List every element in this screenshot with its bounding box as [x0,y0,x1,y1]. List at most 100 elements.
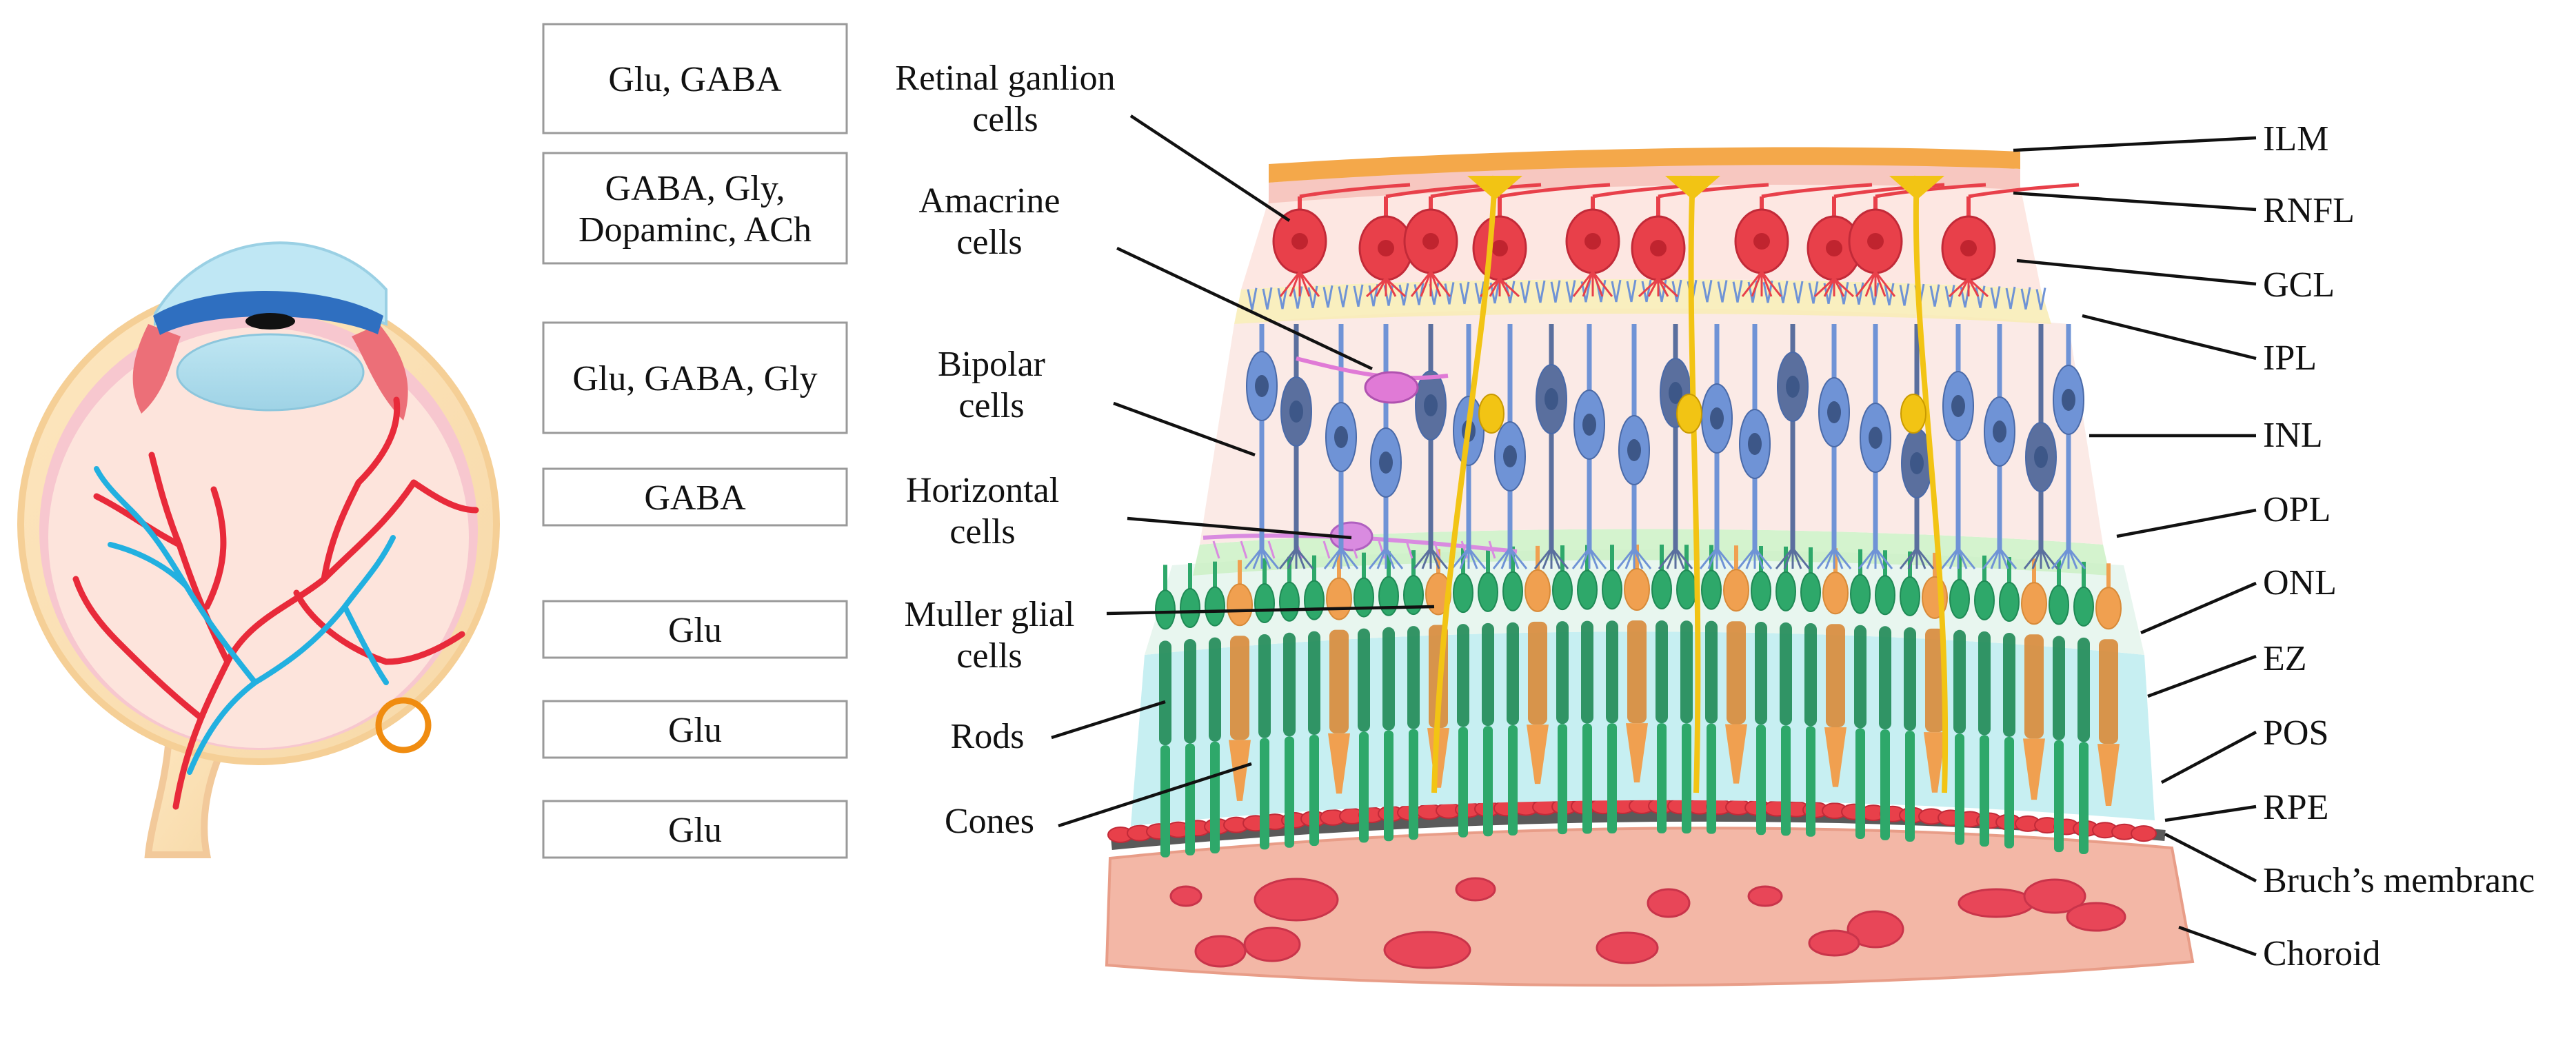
bipolar-cell [1368,324,1404,569]
dendrite-branch [1292,286,1303,309]
dendrite-branch [2035,287,2046,310]
cone-cell [2095,563,2122,806]
rod-cell [1999,557,2020,849]
bipolar-cell [1737,324,1773,569]
leader-line [2147,654,2257,698]
dendrite-branch [1778,281,1789,303]
cone-cell [1326,554,1352,794]
dendrite-branch [1732,280,1743,303]
rod-cell [1254,558,1275,850]
dendrite-branch [1262,287,1273,310]
dendrite-branch [1626,279,1637,303]
dendrite-branch [1899,283,1910,306]
neurotransmitter-text-line: Dopaminc, ACh [578,210,812,250]
neurotransmitter-text: Glu [668,711,722,750]
horizontal-cells-label-line: Horizontal [906,471,1059,510]
leader-line [2082,314,2257,361]
rods-label-line: Rods [951,717,1025,756]
photoreceptor-layer [1155,545,2122,858]
cone-cell [2021,558,2047,800]
bipolar-cells-label-line: Bipolar [938,345,1045,384]
dendrite-branch [1338,285,1349,307]
choroid-blood-cell [1194,935,1247,968]
bipolar-cell [1533,324,1569,569]
ilm-band [1269,147,2020,183]
rod-cell [1775,546,1796,836]
choroid-blood-cell [1169,885,1203,907]
leader-line [1129,114,1291,222]
leader-line [2160,731,2257,784]
choroid-blood-cell [1747,885,1783,907]
bipolar-cells [1244,324,2086,569]
ganglion-cell [1734,183,1873,297]
neurotransmitter-box-frame [542,600,848,659]
dendrite-branch [1474,281,1485,304]
dendrite-branch [1611,279,1622,303]
iris [153,291,383,335]
dendrite-branch [1702,280,1713,303]
leader-line [2013,136,2257,152]
rod-cell [1949,554,1970,845]
rod-cell [1800,547,1821,837]
neurotransmitter-text: Glu, GABA [608,60,782,99]
choroid-blood-cell [1383,931,1471,969]
leader-line [1051,700,1166,740]
dendrite-branch [1671,279,1682,303]
ganglion-cells [1272,183,2080,298]
leader-line [1058,762,1252,828]
ciliary-body-left [132,324,181,414]
layer-label-inl: INL [2263,416,2323,455]
ciliary-body-right [352,324,408,421]
bipolar-cell [2023,324,2059,569]
layer-label-ipl: IPL [2263,338,2317,378]
lens [176,333,365,412]
rod-cell [1180,563,1200,855]
leader-line [2164,804,2257,822]
dendrite-branch [1322,285,1334,308]
leader-line [2016,259,2257,286]
bipolar-cell [1699,324,1735,569]
rnfl-band [1269,163,2020,203]
layer-label-bruch-s-membranc: Bruch’s membranc [2263,861,2535,900]
dendrite-branch [1398,283,1409,306]
amacrine-cells-label-line: cells [956,223,1022,262]
optic-nerve [144,734,234,858]
neurotransmitter-box: Glu [542,800,848,859]
dendrite-branch [1459,281,1470,305]
cone-cell [1624,545,1650,783]
dendrite-branch [2020,287,2031,310]
neurotransmitter-text-line: GABA [644,478,746,518]
choroid-blood-cell [1847,910,1904,949]
layer-label-rnfl: RNFL [2263,191,2355,230]
dendrite-branch [1247,287,1258,310]
choroid-blood-cell [1254,878,1339,922]
bipolar-cell [1816,324,1852,569]
neurotransmitter-box-frame [542,23,848,134]
cone-cell [1822,548,1849,787]
eye-illustration [17,241,500,858]
neurotransmitter-box: GABA [542,467,848,527]
ganglion-cell [1941,183,2080,298]
layer-label-ez: EZ [2263,639,2307,678]
rpe-cell [2131,825,2157,842]
leader-lines [1051,114,2257,957]
dendrite-branch [1808,281,1819,304]
cone-cell [1227,560,1253,801]
neurotransmitter-text: GABA [644,478,746,518]
neurotransmitter-text-line: Glu [668,811,722,850]
neurotransmitter-box-frame [542,800,848,859]
bipolar-cell [1278,324,1314,569]
choroid-blood-cell [1455,877,1496,902]
neurotransmitter-box: Glu [542,600,848,659]
neurotransmitter-box-frame [542,152,848,265]
rod-cell [1850,549,1871,840]
layer-label-onl: ONL [2263,563,2337,602]
retinal-vessels-blue [94,466,396,775]
neurotransmitter-text: Glu, GABA, Gly [572,359,817,398]
neurotransmitter-box: Glu, GABA [542,23,848,134]
rod-cell [1751,545,1771,836]
